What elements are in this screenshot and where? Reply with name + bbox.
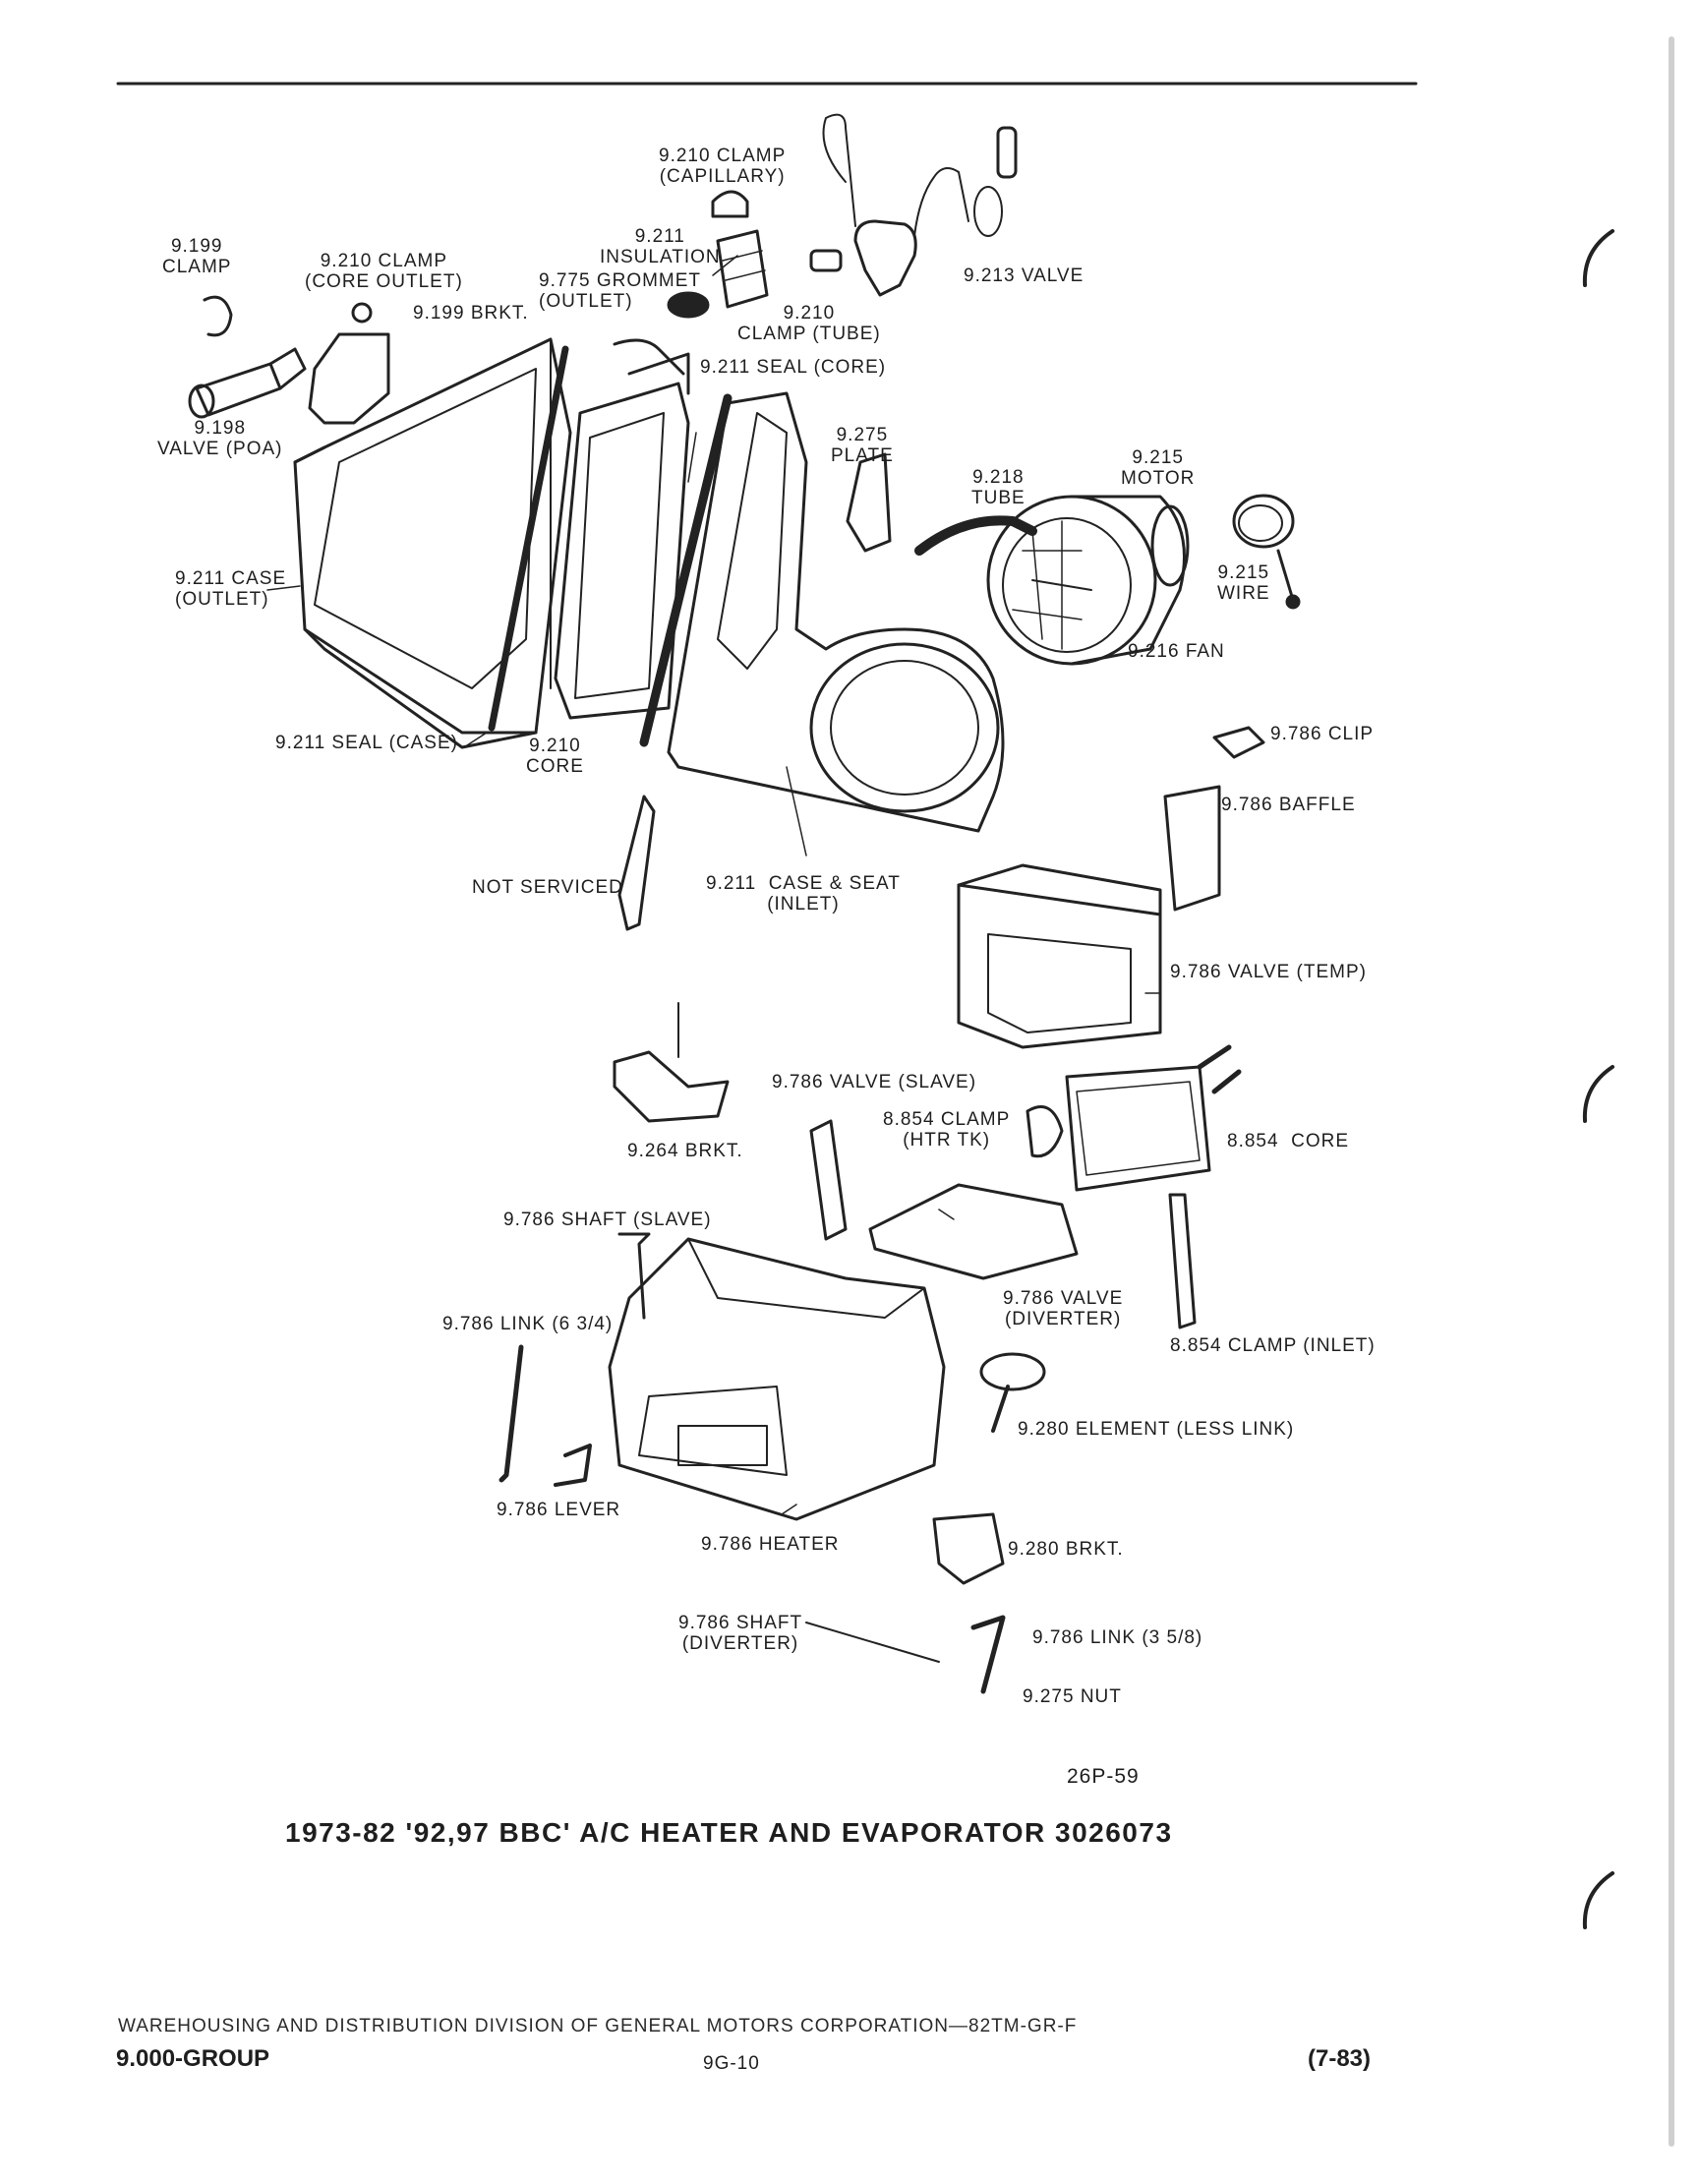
link-358-part [970, 1615, 1006, 1694]
clip-part [1212, 726, 1265, 759]
link-634-part [498, 1344, 524, 1483]
clamp-inlet-part [1168, 1193, 1197, 1329]
callout-valve-9213: 9.213 VALVE [964, 266, 1084, 286]
callout-valve-temp: 9.786 VALVE (TEMP) [1170, 962, 1367, 982]
callout-plate: 9.275 PLATE [831, 425, 894, 466]
callout-core-9210: 9.210 CORE [526, 736, 584, 777]
callout-clamp-tube: 9.210 CLAMP (TUBE) [737, 303, 881, 344]
grommet-part [667, 291, 710, 319]
footer-group: 9.000-GROUP [116, 2045, 270, 2072]
callout-seal-core: 9.211 SEAL (CORE) [700, 357, 887, 378]
callout-clamp-capillary: 9.210 CLAMP (CAPILLARY) [659, 146, 787, 187]
seal-core-strip [639, 393, 733, 747]
callout-baffle: 9.786 BAFFLE [1221, 795, 1356, 815]
callout-valve-poa: 9.198 VALVE (POA) [157, 418, 283, 459]
callout-wire: 9.215 WIRE [1217, 562, 1270, 604]
shaft-diverter-part [805, 1622, 940, 1663]
callout-heater: 9.786 HEATER [701, 1534, 840, 1555]
clamp-tube-part [809, 249, 843, 272]
tube-part [914, 515, 1037, 556]
callout-insulation: 9.211 INSULATION [600, 226, 721, 267]
diverter-valve-part [868, 1183, 1079, 1280]
callout-lever: 9.786 LEVER [497, 1500, 621, 1520]
baffle-part [1163, 785, 1221, 912]
poa-valve-part [188, 295, 307, 419]
callout-shaft-slave: 9.786 SHAFT (SLAVE) [503, 1210, 712, 1230]
binder-hole-mid [1582, 1065, 1614, 1123]
page-title: 1973-82 '92,97 BBC' A/C HEATER AND EVAPO… [285, 1817, 1173, 1848]
callout-case-outlet: 9.211 CASE (OUTLET) [175, 568, 287, 610]
outlet-case-part [293, 337, 572, 749]
insulation-part [716, 229, 769, 309]
callout-grommet: 9.775 GROMMET (OUTLET) [539, 270, 702, 312]
capillary-clamp-part [711, 190, 749, 218]
callout-clamp-core-outlet: 9.210 CLAMP (CORE OUTLET) [305, 251, 463, 292]
callout-not-serviced: NOT SERVICED [472, 877, 623, 898]
callout-clamp-htr-tk: 8.854 CLAMP (HTR TK) [883, 1109, 1011, 1151]
expansion-valve-part [822, 113, 1018, 297]
heater-core-part [1065, 1044, 1242, 1192]
clamp-htr-tk-part [1026, 1105, 1064, 1158]
callout-clamp-inlet: 8.854 CLAMP (INLET) [1170, 1335, 1376, 1356]
callout-link-634: 9.786 LINK (6 3/4) [442, 1314, 614, 1334]
bracket-9280-part [932, 1512, 1005, 1585]
heater-case-part [608, 1237, 946, 1521]
callout-core-8854: 8.854 CORE [1227, 1131, 1349, 1151]
callout-valve-slave: 9.786 VALVE (SLAVE) [772, 1072, 977, 1092]
callout-case-seat-inlet: 9.211 CASE & SEAT (INLET) [706, 873, 901, 915]
seal-case-strip [488, 345, 569, 732]
callout-motor: 9.215 MOTOR [1121, 447, 1196, 489]
evaporator-core-part [554, 338, 690, 720]
lever-part [554, 1444, 592, 1487]
binder-hole-top [1582, 229, 1614, 287]
slave-valve-part [809, 1119, 848, 1241]
callout-fan: 9.216 FAN [1128, 641, 1225, 662]
wire-part [1232, 494, 1301, 610]
callout-valve-diverter: 9.786 VALVE (DIVERTER) [1003, 1288, 1124, 1329]
element-part [979, 1352, 1046, 1433]
callout-link-358: 9.786 LINK (3 5/8) [1032, 1627, 1203, 1648]
footer-page-number: 9G-10 [703, 2053, 760, 2074]
callout-clamp-9199: 9.199 CLAMP [162, 236, 232, 277]
callout-seal-case: 9.211 SEAL (CASE) [275, 733, 458, 753]
bracket-9264-part [613, 1050, 730, 1123]
blower-motor-fan-part [986, 495, 1190, 666]
callout-tube: 9.218 TUBE [971, 467, 1026, 508]
shaft-slave-part [617, 1232, 651, 1320]
not-serviced-bracket-part [617, 795, 656, 931]
footer-division: WAREHOUSING AND DISTRIBUTION DIVISION OF… [118, 2016, 1078, 2036]
figure-code: 26P-59 [1067, 1765, 1140, 1788]
inlet-case-part [667, 391, 1005, 833]
temp-valve-housing-part [957, 863, 1162, 1049]
bracket-9199-part [308, 302, 390, 425]
callout-nut: 9.275 NUT [1023, 1686, 1122, 1707]
callout-shaft-diverter: 9.786 SHAFT (DIVERTER) [678, 1613, 803, 1654]
callout-brkt-9199: 9.199 BRKT. [413, 303, 529, 324]
binder-hole-bottom [1582, 1871, 1614, 1929]
plate-part [846, 452, 892, 553]
footer-date: (7-83) [1308, 2045, 1372, 2072]
callout-element: 9.280 ELEMENT (LESS LINK) [1018, 1419, 1295, 1440]
callout-clip: 9.786 CLIP [1270, 724, 1375, 744]
callout-brkt-9264: 9.264 BRKT. [627, 1141, 743, 1161]
callout-brkt-9280: 9.280 BRKT. [1008, 1539, 1124, 1560]
